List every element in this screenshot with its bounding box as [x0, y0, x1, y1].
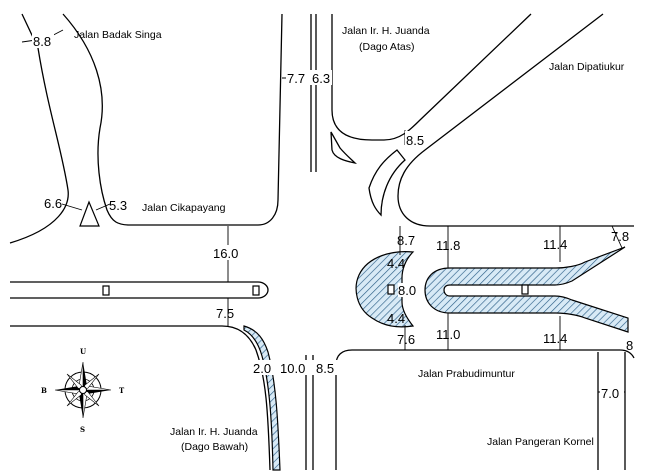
dim-east-mid2-bottom: 11.4 [543, 331, 567, 346]
dim-pangeran-kornel-width: 7.0 [601, 386, 619, 401]
dim-island-upper: 4.4 [387, 256, 405, 271]
dim-east-far-top: 7.8 [611, 229, 629, 244]
west-median [10, 281, 269, 299]
slip-island-long [368, 149, 406, 217]
dim-east-far-bottom: 8 [626, 338, 633, 353]
pangeran-kornel-curb [597, 352, 626, 470]
compass-south: S [80, 425, 85, 434]
dim-badak-left: 6.6 [44, 196, 62, 211]
dimension-labels: 8.8 6.6 5.3 7.7 6.3 8.5 16.0 8.7 11.8 11… [32, 33, 633, 401]
juanda-atas-median [310, 14, 317, 172]
east-island [424, 246, 629, 333]
marker-crescent [387, 284, 395, 295]
compass-north: U [80, 347, 86, 356]
dim-cikapayang-width: 16.0 [213, 246, 238, 261]
dim-east-mid1-bottom: 11.0 [436, 327, 460, 342]
compass-east: T [119, 386, 125, 395]
dim-east-approach-left: 8.7 [397, 233, 415, 248]
dim-juanda-bawah-left: 2.0 [253, 361, 271, 376]
dim-dipatiukur-slip: 8.5 [406, 133, 424, 148]
dim-island-lower: 4.4 [387, 311, 405, 326]
channelization-islands [79, 200, 629, 471]
dipatiukur-west-curb [331, 13, 532, 141]
dim-juanda-bawah-right: 8.5 [316, 361, 334, 376]
juanda-bawah-strip [243, 325, 281, 471]
street-cikapayang: Jalan Cikapayang [142, 202, 226, 214]
street-badak-singa: Jalan Badak Singa [74, 29, 162, 41]
street-juanda-bawah-line1: Jalan Ir. H. Juanda [170, 426, 258, 438]
badak-singa-east-curb [62, 13, 283, 226]
dim-badak-top: 8.8 [33, 34, 51, 49]
badak-singa-triangle [79, 200, 100, 227]
dim-juanda-atas-left: 7.7 [287, 71, 305, 86]
dim-juanda-atas-right: 6.3 [312, 71, 330, 86]
street-juanda-atas-line1: Jalan Ir. H. Juanda [342, 25, 430, 37]
dim-west-median-width: 7.5 [216, 306, 234, 321]
dim-juanda-bawah-mid: 10.0 [280, 361, 305, 376]
dim-badak-right: 5.3 [109, 198, 127, 213]
prabudimuntur-north-curb [335, 349, 635, 470]
street-dipatiukur: Jalan Dipatiukur [549, 61, 625, 73]
street-pangeran-kornel: Jalan Pangeran Kornel [487, 436, 594, 448]
dim-east-mid1-top: 11.8 [436, 238, 460, 253]
dipatiukur-east-curb [397, 13, 634, 227]
compass-rose: U S B T [41, 347, 125, 434]
dim-east-approach-bottom: 7.6 [397, 332, 415, 347]
badak-singa-west-curb [9, 13, 69, 244]
marker-west [102, 285, 110, 296]
street-juanda-atas-line2: (Dago Atas) [359, 41, 414, 53]
compass-west: B [41, 386, 47, 395]
crescent-island [355, 251, 415, 328]
street-prabudimuntur: Jalan Prabudimuntur [418, 368, 515, 380]
street-juanda-bawah-line2: (Dago Bawah) [181, 441, 248, 453]
west-south-curb [10, 325, 271, 471]
slip-island-small [330, 131, 357, 165]
dim-island-middle: 8.0 [398, 283, 416, 298]
marker-median-end [252, 285, 260, 296]
dim-east-mid2-top: 11.4 [543, 237, 567, 252]
marker-east [521, 284, 529, 295]
street-labels: Jalan Badak Singa Jalan Ir. H. Juanda (D… [74, 25, 625, 453]
